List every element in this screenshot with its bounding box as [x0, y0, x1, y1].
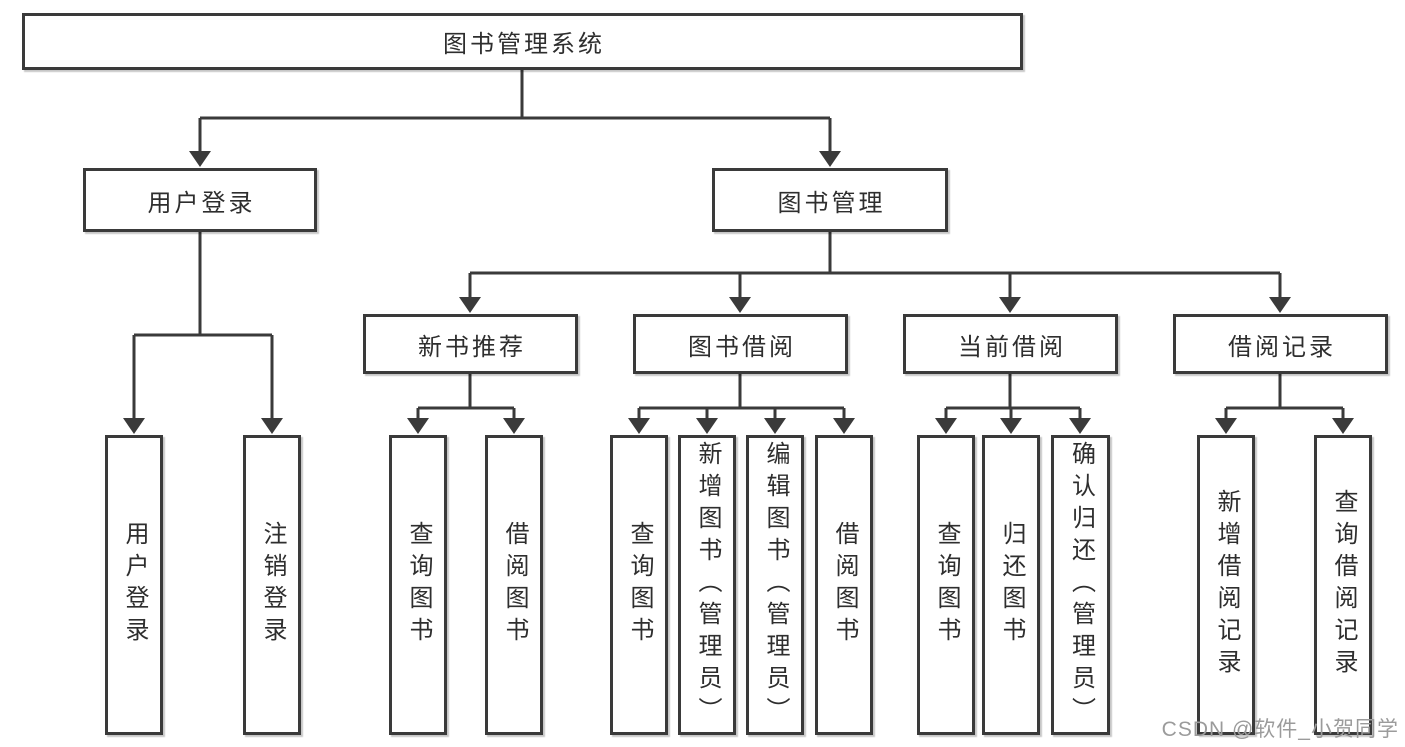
csdn-watermark: CSDN @软件_小贺同学: [1161, 718, 1399, 741]
connector-user-login: [134, 232, 272, 337]
leaf-confirm-return-admin: 确认归还（管理员）: [1051, 435, 1110, 735]
leaf-query-books-recommend: 查询图书: [389, 435, 447, 735]
leaf-query-books-borrow: 查询图书: [610, 435, 668, 735]
connector-root: [200, 68, 830, 120]
connector-book-management: [470, 232, 1280, 275]
node-current-borrow: 当前借阅: [903, 314, 1118, 374]
leaf-logout: 注销登录: [243, 435, 301, 735]
connector-borrow-records: [1226, 374, 1343, 410]
connector-book-borrow: [639, 374, 844, 410]
node-borrow-records: 借阅记录: [1173, 314, 1388, 374]
node-new-book-recommend: 新书推荐: [363, 314, 578, 374]
leaf-query-borrow-record: 查询借阅记录: [1314, 435, 1372, 735]
leaf-add-borrow-record: 新增借阅记录: [1197, 435, 1255, 735]
leaf-borrow-books: 借阅图书: [815, 435, 873, 735]
leaf-query-books-current: 查询图书: [917, 435, 975, 735]
node-user-login: 用户登录: [83, 168, 317, 232]
leaf-edit-books-admin: 编辑图书（管理员）: [746, 435, 804, 735]
node-root-system: 图书管理系统: [22, 13, 1023, 70]
node-book-borrow: 图书借阅: [633, 314, 848, 374]
leaf-return-books: 归还图书: [982, 435, 1040, 735]
connector-new-book: [418, 374, 514, 410]
node-book-management: 图书管理: [712, 168, 948, 232]
leaf-user-login: 用户登录: [105, 435, 163, 735]
leaf-borrow-books-recommend: 借阅图书: [485, 435, 543, 735]
connector-current-borrow: [946, 374, 1080, 410]
leaf-add-books-admin: 新增图书（管理员）: [678, 435, 736, 735]
